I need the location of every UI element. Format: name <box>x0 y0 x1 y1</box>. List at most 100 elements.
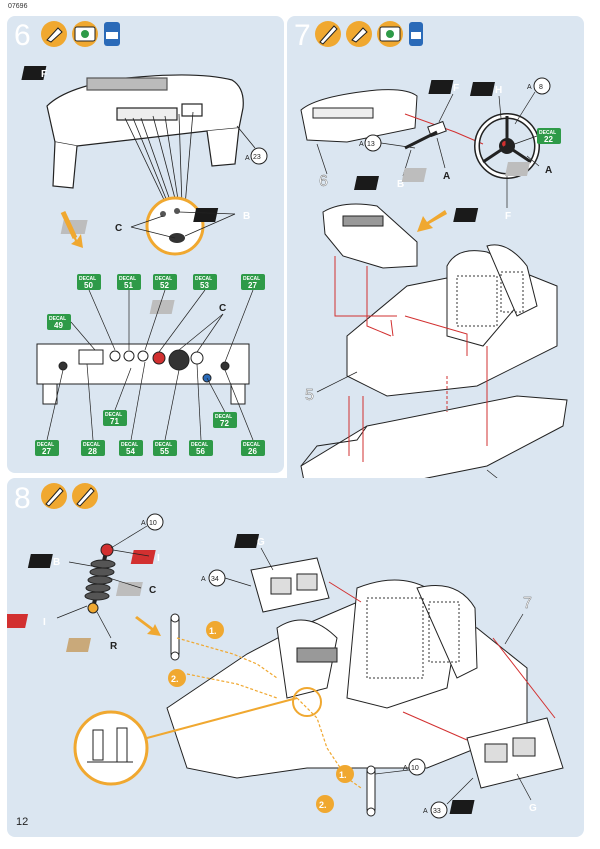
svg-text:DECAL: DECAL <box>243 276 260 282</box>
svg-text:G: G <box>257 537 265 548</box>
svg-text:R: R <box>110 641 118 652</box>
part-tag-b: B <box>193 208 250 222</box>
svg-text:C: C <box>149 585 156 596</box>
paint-icon <box>72 21 98 47</box>
svg-text:22: 22 <box>544 135 553 144</box>
decal-leaders-bottom <box>46 361 254 441</box>
part-tag-a2: A <box>504 162 552 176</box>
alignment-arrows-8 <box>402 637 556 741</box>
svg-text:A: A <box>359 141 364 148</box>
svg-text:C: C <box>219 303 226 314</box>
svg-text:1.: 1. <box>209 626 217 636</box>
dashboard-assembled <box>300 89 418 143</box>
steering-column <box>404 120 447 150</box>
part-tag-g-bottom: G <box>449 800 537 814</box>
step-1-badge-b: 1. <box>336 765 354 783</box>
dashboard-front-view <box>36 343 250 405</box>
step-8-tool-icons <box>41 483 98 509</box>
side-panel-g-top <box>250 557 330 613</box>
svg-text:50: 50 <box>84 281 93 290</box>
ref-a-33: A 33 <box>423 801 448 819</box>
seat-pattern <box>366 597 460 679</box>
svg-text:G: G <box>529 803 537 814</box>
svg-text:DECAL: DECAL <box>119 276 136 282</box>
svg-text:I: I <box>157 553 160 564</box>
catalog-code: 07696 <box>8 3 28 10</box>
step-arrow <box>63 212 83 248</box>
svg-text:DECAL: DECAL <box>215 414 232 420</box>
svg-text:A: A <box>423 808 428 815</box>
svg-text:33: 33 <box>433 808 441 815</box>
side-panel-g-bottom <box>466 717 564 789</box>
glue-icon-2 <box>346 21 372 47</box>
svg-text:DECAL: DECAL <box>79 276 96 282</box>
leader-lines <box>124 111 194 207</box>
part-tag-h: H <box>469 82 502 96</box>
dashboard-part <box>46 74 244 189</box>
alignment-arrows <box>334 256 488 462</box>
svg-text:49: 49 <box>54 321 63 330</box>
detail-circle <box>145 196 205 256</box>
svg-text:H: H <box>495 85 502 96</box>
svg-text:1.: 1. <box>339 770 347 780</box>
svg-text:10: 10 <box>149 520 157 527</box>
svg-text:23: 23 <box>253 154 261 161</box>
step-arrow-8 <box>135 616 161 636</box>
step-2-badge-a: 2. <box>168 669 186 687</box>
part-tag-b-step7: B <box>354 176 404 190</box>
svg-text:55: 55 <box>160 447 169 456</box>
shock-small-left <box>170 613 180 661</box>
subassembly-label-5: 5 <box>305 387 314 404</box>
svg-text:B: B <box>397 179 404 190</box>
svg-text:13: 13 <box>367 141 375 148</box>
decal-water-icon <box>104 22 120 46</box>
part-tag-i-top: I <box>130 550 160 564</box>
svg-text:DECAL: DECAL <box>49 316 66 322</box>
svg-text:A: A <box>545 165 552 176</box>
sanding-icon <box>41 483 67 509</box>
part-tag-a1: A <box>401 168 450 182</box>
shock-absorber <box>84 543 116 614</box>
step-7-tool-icons <box>315 21 423 47</box>
step-6-number: 6 <box>14 19 31 52</box>
svg-text:F: F <box>41 69 47 80</box>
svg-text:DECAL: DECAL <box>83 442 100 448</box>
shock-routing <box>176 637 362 789</box>
floor-pan <box>300 395 568 497</box>
subassembly-label-7: 7 <box>523 595 532 612</box>
glue-icon <box>41 21 67 47</box>
svg-text:C: C <box>115 223 122 234</box>
svg-text:56: 56 <box>196 447 205 456</box>
svg-text:8: 8 <box>539 84 543 91</box>
svg-text:72: 72 <box>220 419 229 428</box>
svg-text:71: 71 <box>110 417 119 426</box>
svg-text:51: 51 <box>124 281 133 290</box>
part-tag-f-step7: F <box>428 80 459 94</box>
svg-text:A: A <box>245 155 250 162</box>
svg-text:B: B <box>53 557 60 568</box>
step-6-tool-icons <box>41 21 120 47</box>
decal-tag-c2: C <box>149 300 226 314</box>
paint-icon-2 <box>377 21 403 47</box>
step-8-number: 8 <box>14 482 31 515</box>
svg-text:DECAL: DECAL <box>191 442 208 448</box>
svg-text:2.: 2. <box>319 800 327 810</box>
part-tag-g-top: G <box>234 534 265 548</box>
svg-text:DECAL: DECAL <box>243 442 260 448</box>
svg-text:F: F <box>453 83 459 94</box>
svg-text:28: 28 <box>88 447 97 456</box>
seat-dots <box>456 271 524 327</box>
svg-text:26: 26 <box>248 447 257 456</box>
svg-text:DECAL: DECAL <box>155 442 172 448</box>
